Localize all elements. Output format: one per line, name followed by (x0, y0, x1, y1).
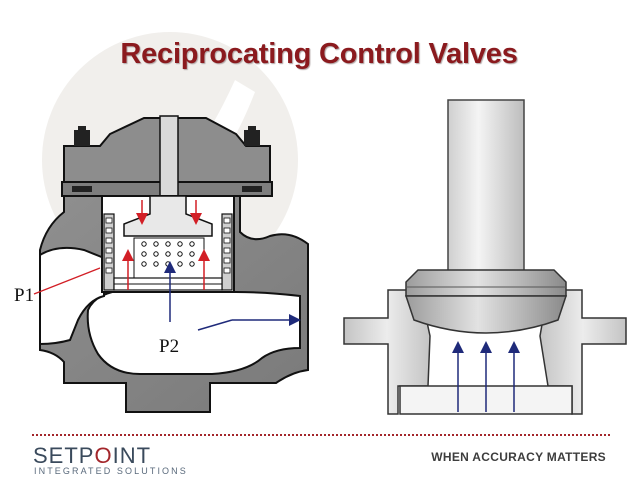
flow-arrows-up (452, 341, 520, 412)
plug-holes (141, 241, 195, 267)
logo-text-before: SETP (33, 443, 95, 468)
footer-tagline: WHEN ACCURACY MATTERS (431, 450, 606, 464)
valve-cutaway (33, 115, 309, 413)
p1-pointer (33, 267, 101, 295)
inlet-cavity (39, 246, 105, 346)
flow-arrow-lower (197, 319, 233, 331)
label-p1: P1 (14, 285, 35, 306)
plug-seat-diagram (343, 99, 627, 415)
plug-stem (447, 99, 525, 273)
label-p2: P2 (159, 336, 180, 357)
bonnet-bolts (72, 126, 262, 192)
footer-divider (32, 434, 610, 436)
plug-taper (404, 295, 568, 334)
cage-slots (105, 217, 231, 274)
logo-subtitle: INTEGRATED SOLUTIONS (34, 466, 188, 476)
plug-collar (405, 269, 567, 297)
setpoint-logo: SETPOINT (33, 443, 151, 469)
valve-stem (159, 115, 179, 197)
slide-title: Reciprocating Control Valves (120, 38, 518, 70)
logo-text-after: INT (112, 443, 152, 468)
logo-o-mark: O (94, 443, 113, 468)
pressure-arrows-red (122, 200, 210, 290)
